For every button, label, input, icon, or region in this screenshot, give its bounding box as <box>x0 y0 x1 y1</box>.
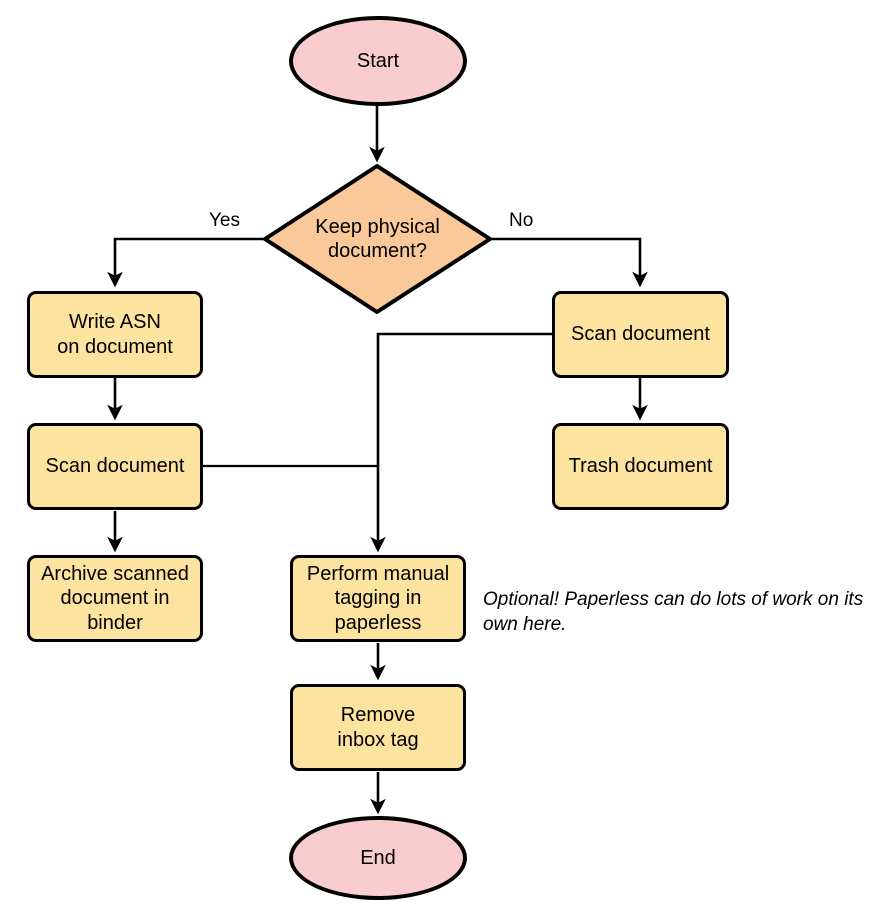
node-remove-inbox-tag-label: Remove inbox tag <box>337 704 419 751</box>
node-archive-label: Archive scanned document in binder <box>41 562 189 634</box>
node-end-label: End <box>360 846 396 869</box>
node-remove-inbox-tag[interactable]: Remove inbox tag <box>290 684 466 771</box>
node-write-asn-on-document[interactable]: Write ASN on document <box>27 291 203 378</box>
node-scan-document-right[interactable]: Scan document <box>552 291 729 378</box>
node-scan-document-right-label: Scan document <box>571 323 710 346</box>
node-archive-scanned-document[interactable]: Archive scanned document in binder <box>27 555 203 642</box>
node-end[interactable]: End <box>289 816 467 900</box>
edge-label-yes: Yes <box>209 210 240 231</box>
node-start-label: Start <box>356 49 400 72</box>
edge-decision-no-to-scan-right <box>490 237 648 288</box>
edge-label-no: No <box>509 210 534 231</box>
node-scan-document-left[interactable]: Scan document <box>27 423 203 510</box>
edge-scan-right-to-tagging <box>370 332 552 553</box>
node-scan-document-left-label: Scan document <box>45 455 185 478</box>
node-decision-label: Keep physical document? <box>315 215 440 262</box>
node-trash-document-label: Trash document <box>568 455 713 478</box>
node-start[interactable]: Start <box>289 16 467 106</box>
node-perform-manual-tagging-label: Perform manual tagging in paperless <box>306 562 450 634</box>
decision-diamond-shape <box>263 164 492 314</box>
annotation-optional-note: Optional! Paperless can do lots of work … <box>483 589 864 635</box>
edge-decision-yes-to-write-asn <box>107 237 265 288</box>
node-decision-keep-physical-document[interactable]: Keep physical document? <box>265 166 490 312</box>
node-trash-document[interactable]: Trash document <box>552 423 729 510</box>
node-write-asn-label: Write ASN on document <box>57 311 173 358</box>
node-perform-manual-tagging[interactable]: Perform manual tagging in paperless <box>290 555 466 642</box>
